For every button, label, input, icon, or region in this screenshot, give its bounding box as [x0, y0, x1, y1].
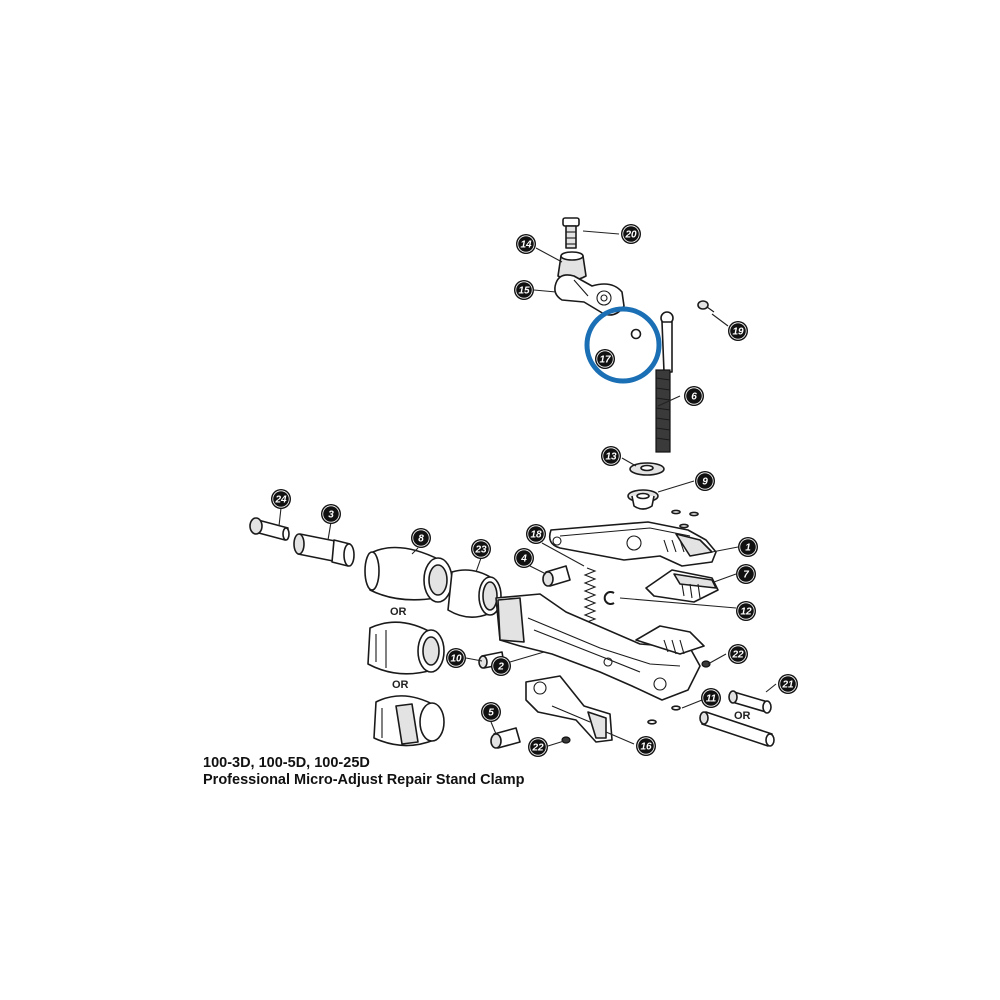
- svg-text:5: 5: [488, 708, 494, 719]
- or-label-2: OR: [392, 679, 409, 691]
- svg-text:9: 9: [702, 477, 708, 488]
- callout-13: 13: [601, 446, 621, 466]
- part-5-pin: [490, 727, 521, 749]
- callout-1: 1: [738, 537, 758, 557]
- part-8-collar: [364, 546, 453, 603]
- part-2-main-body: [495, 593, 705, 701]
- callout-14: 14: [516, 234, 536, 254]
- svg-text:21: 21: [781, 680, 794, 691]
- callout-7: 7: [736, 564, 756, 584]
- svg-text:13: 13: [605, 452, 617, 463]
- part-1-upper-jaw: [548, 521, 717, 567]
- svg-text:16: 16: [640, 742, 652, 753]
- svg-text:4: 4: [520, 554, 527, 565]
- part-17-ball: [584, 306, 662, 384]
- circlip-group: [671, 509, 699, 529]
- svg-text:3: 3: [328, 510, 334, 521]
- svg-text:17: 17: [599, 355, 611, 366]
- svg-text:1: 1: [745, 543, 751, 554]
- svg-text:20: 20: [624, 230, 637, 241]
- callout-18: 18: [526, 524, 546, 544]
- callout-16: 16: [636, 736, 656, 756]
- svg-text:2: 2: [497, 662, 504, 673]
- leader-lines: [278, 230, 777, 747]
- svg-text:6: 6: [691, 392, 697, 403]
- callout-17: 17: [595, 349, 615, 369]
- callout-2: 2: [491, 656, 511, 676]
- part-6-threaded-rod: [655, 311, 674, 453]
- part-12-c-clip: [603, 591, 615, 605]
- svg-text:23: 23: [474, 545, 487, 556]
- part-15-lever-arm: [554, 274, 625, 316]
- part-11-circlips: [647, 705, 681, 725]
- part-24-bolt: [249, 517, 290, 541]
- svg-text:22: 22: [531, 743, 544, 754]
- callout-6: 6: [684, 386, 704, 406]
- callout-15: 15: [514, 280, 534, 300]
- part-21-pins: [699, 690, 775, 747]
- svg-text:14: 14: [520, 240, 532, 251]
- alternate-collar-a: [367, 621, 445, 675]
- callout-21: 21: [778, 674, 798, 694]
- diagram-caption: 100-3D, 100-5D, 100-25D Professional Mic…: [203, 755, 524, 789]
- callout-24: 24: [271, 489, 291, 509]
- callout-23: 23: [471, 539, 491, 559]
- caption-models: 100-3D, 100-5D, 100-25D: [203, 755, 370, 771]
- svg-text:15: 15: [518, 286, 530, 297]
- part-23-ring: [447, 569, 502, 618]
- part-19-pin: [697, 300, 715, 313]
- callout-3: 3: [321, 504, 341, 524]
- callout-12: 12: [736, 601, 756, 621]
- alternate-collar-b: [373, 695, 445, 747]
- part-18-spring: [583, 567, 597, 623]
- callout-19: 19: [728, 321, 748, 341]
- svg-text:22: 22: [731, 650, 744, 661]
- or-label-1: OR: [390, 606, 407, 618]
- callout-9: 9: [695, 471, 715, 491]
- part-22-set-screw-upper: [701, 660, 711, 668]
- part-3-sleeve: [293, 533, 355, 567]
- svg-text:12: 12: [740, 607, 752, 618]
- svg-text:10: 10: [450, 654, 462, 665]
- part-13-washer: [629, 462, 665, 476]
- callout-20: 20: [621, 224, 641, 244]
- caption-title: Professional Micro-Adjust Repair Stand C…: [203, 772, 525, 788]
- highlight-ring: [584, 306, 662, 384]
- callout-22-lower: 22: [528, 737, 548, 757]
- callout-10: 10: [446, 648, 466, 668]
- callout-5: 5: [481, 702, 501, 722]
- svg-text:18: 18: [530, 530, 542, 541]
- svg-text:24: 24: [274, 495, 287, 506]
- svg-text:19: 19: [732, 327, 744, 338]
- part-16-bracket: [525, 675, 613, 743]
- part-20-screw: [562, 217, 580, 249]
- svg-text:7: 7: [743, 570, 749, 581]
- callout-4: 4: [514, 548, 534, 568]
- svg-text:8: 8: [418, 534, 424, 545]
- callout-11: 11: [701, 688, 721, 708]
- part-9-bushing: [627, 489, 659, 510]
- callout-22-upper: 22: [728, 644, 748, 664]
- svg-text:11: 11: [706, 694, 717, 705]
- part-7-jaw-pad: [645, 569, 719, 603]
- part-4-pin: [542, 565, 571, 587]
- callout-8: 8: [411, 528, 431, 548]
- part-22-set-screw-lower: [561, 736, 571, 744]
- or-label-3: OR: [734, 710, 751, 722]
